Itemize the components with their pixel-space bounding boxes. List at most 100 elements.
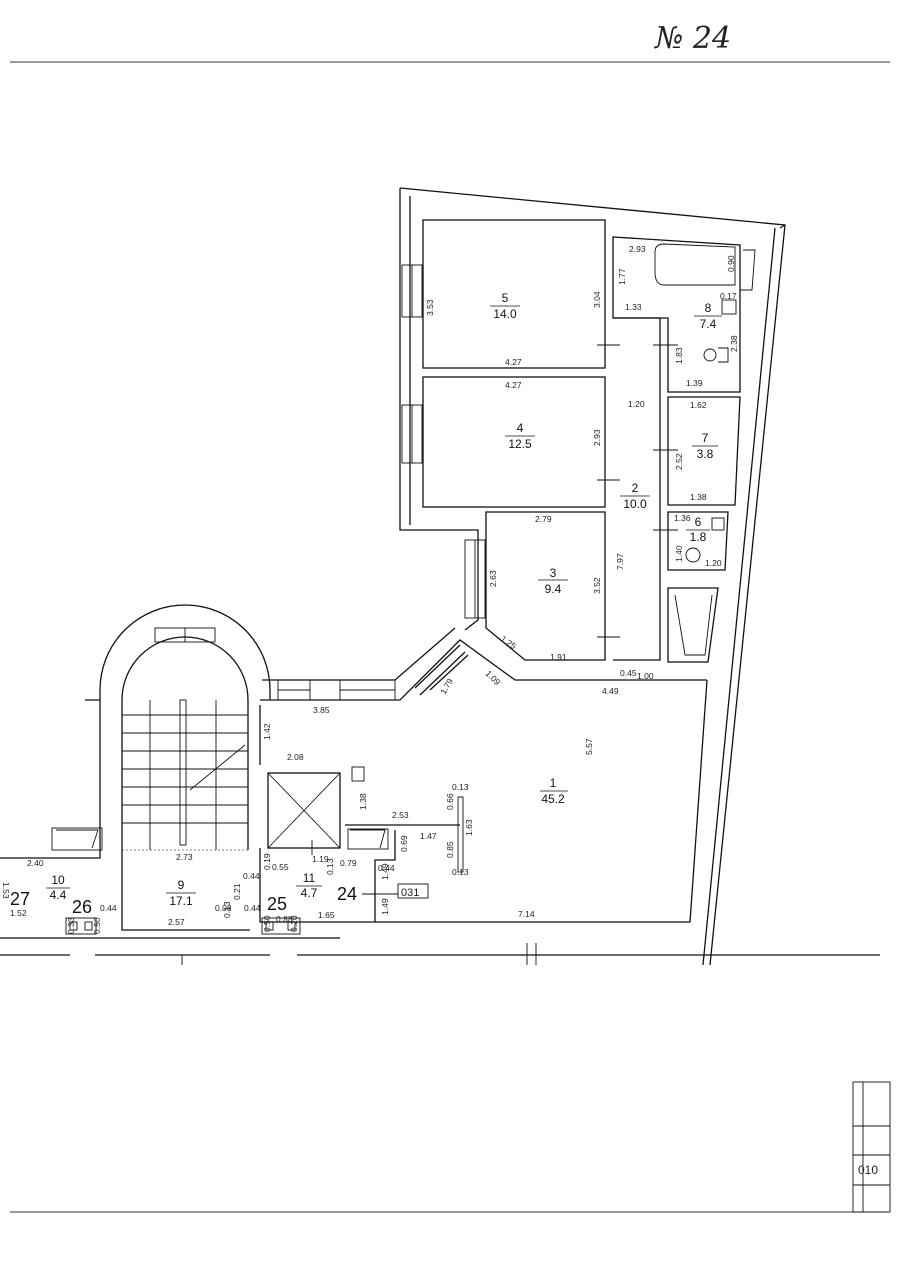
- dimension-label: 12.5: [508, 437, 532, 451]
- dimension-label: 0.19: [262, 853, 272, 870]
- dimension-label: 4.4: [50, 888, 67, 902]
- dimension-label: 0.17: [720, 291, 737, 301]
- dimension-label: 1.53: [1, 882, 11, 899]
- room-8: 2.93 0.90 1.77 1.33 0.17 2.38 1.83 1.39 …: [612, 236, 756, 393]
- corner-stamp: 010: [852, 1081, 891, 1213]
- dimension-label: 0.13: [452, 867, 469, 877]
- door-stubs: 0.33 0.50 0.50 0.88 0.20: [65, 914, 301, 935]
- dimension-label: 1.49: [380, 863, 390, 880]
- dimension-label: 0.44: [378, 863, 395, 873]
- upper-windows: [262, 627, 456, 701]
- room-5-area: 14.0: [493, 307, 517, 321]
- dimension-label: 1.39: [686, 378, 703, 388]
- dimension-label: 7.97: [615, 553, 625, 570]
- dimension-label: 3: [550, 566, 557, 580]
- dimension-label: 25: [267, 894, 287, 914]
- dimension-label: 45.2: [541, 792, 565, 806]
- dimension-label: 1.49: [380, 898, 390, 915]
- dimension-label: 9: [178, 878, 185, 892]
- dimension-label: 0.33: [66, 917, 76, 934]
- dimension-label: 0.69: [399, 835, 409, 852]
- dimension-label: 4.27: [505, 380, 522, 390]
- dimension-label: 0.13: [452, 782, 469, 792]
- dimension-label: 1.8: [690, 530, 707, 544]
- dimension-label: 0.44: [244, 903, 261, 913]
- flat-number: 24: [337, 884, 357, 904]
- shaft: [667, 587, 719, 663]
- dimension-label: 1.20: [628, 399, 645, 409]
- dimension-label: 3.52: [592, 577, 602, 594]
- dimension-label: 10: [51, 873, 65, 887]
- dimension-label: 2.63: [488, 570, 498, 587]
- dimension-label: 0.79: [340, 858, 357, 868]
- dimension-label: 1.20: [705, 558, 722, 568]
- dimension-label: 4.7: [301, 886, 318, 900]
- dimension-label: 1.62: [690, 400, 707, 410]
- dimension-label: 7: [702, 431, 709, 445]
- room-3: 2.79 2.63 3.52 1.25 1.91 3 9.4: [464, 511, 606, 662]
- dimension-label: 0.08: [215, 903, 232, 913]
- room-2: 1.20 7.97 2 10.0: [597, 317, 678, 661]
- dimension-label: 4: [517, 421, 524, 435]
- dimension-label: 0.85: [445, 841, 455, 858]
- room-6: 1.36 1.40 1.20 6 1.8: [667, 511, 729, 571]
- dimension-label: 0.50: [92, 917, 102, 934]
- dimension-label: 11: [303, 871, 316, 885]
- dimension-label: 2.57: [168, 917, 185, 927]
- dimension-label: 3.04: [592, 291, 602, 308]
- dimension-label: 1.38: [690, 492, 707, 502]
- dimension-label: 2.52: [674, 453, 684, 470]
- room-4: 4.27 4 12.5 2.93: [401, 376, 606, 508]
- dimension-label: 7.4: [700, 317, 717, 331]
- dimension-label: 2.93: [592, 429, 602, 446]
- dimension-label: 1.40: [674, 545, 684, 562]
- room-7: 1.62 2.52 1.38 7 3.8: [667, 396, 741, 506]
- dimension-label: 7.14: [518, 909, 535, 919]
- dimension-label: 1.77: [617, 268, 627, 285]
- dimension-label: 0.88: [276, 914, 293, 924]
- dimension-label: 1.42: [262, 723, 272, 740]
- dimension-label: 2.38: [729, 335, 739, 352]
- room-5: 5 14.0 3.53 4.27 3.04: [401, 219, 606, 369]
- dimension-label: 0.90: [726, 255, 736, 272]
- dimension-label: 27: [10, 889, 30, 909]
- dimension-label: 0.44: [100, 903, 117, 913]
- dimension-label: 9.4: [545, 582, 562, 596]
- dimension-label: 1.65: [318, 910, 335, 920]
- dimension-label: 2.40: [27, 858, 44, 868]
- dimension-label: 2: [632, 481, 639, 495]
- dimension-label: 26: [72, 897, 92, 917]
- dimension-label: 0.21: [232, 883, 242, 900]
- corner-code: 010: [858, 1163, 878, 1177]
- dimension-label: 1.33: [625, 302, 642, 312]
- dimension-label: 1.36: [674, 513, 691, 523]
- room-10: 2.40 1.52 1.53 0.44 10 4.4: [0, 699, 117, 918]
- dimension-label: 2.93: [629, 244, 646, 254]
- dimension-label: 0.13: [325, 858, 335, 875]
- dimension-label: 1.09: [484, 668, 503, 687]
- dimension-label: 0.20: [289, 915, 299, 932]
- dimension-label: 1.83: [674, 347, 684, 364]
- dimension-label: 5.57: [584, 738, 594, 755]
- dimension-label: 0.50: [262, 915, 272, 932]
- room-11: 1.19 0.79 0.13 0.55 0.19 0.44 1.65 11 4.…: [243, 772, 375, 923]
- dimension-label: 3.53: [425, 299, 435, 316]
- dimension-label: 4.27: [505, 357, 522, 367]
- dimension-label: 1.19: [312, 854, 329, 864]
- dimension-label: 2.79: [535, 514, 552, 524]
- dimension-label: 8: [705, 301, 712, 315]
- dimension-label: 1.47: [420, 831, 437, 841]
- dimension-label: 2.73: [176, 852, 193, 862]
- dimension-label: 1.38: [358, 793, 368, 810]
- dimension-label: 2.53: [392, 810, 409, 820]
- dimension-label: 4.49: [602, 686, 619, 696]
- flat-code: 031: [401, 887, 419, 899]
- dimension-label: 1.63: [464, 819, 474, 836]
- dimension-label: 2.08: [287, 752, 304, 762]
- dimension-label: 1.52: [10, 908, 27, 918]
- dimension-label: 3.8: [697, 447, 714, 461]
- dimension-label: 1: [550, 776, 557, 790]
- dimension-label: 0.55: [272, 862, 289, 872]
- building-outline: [0, 187, 880, 966]
